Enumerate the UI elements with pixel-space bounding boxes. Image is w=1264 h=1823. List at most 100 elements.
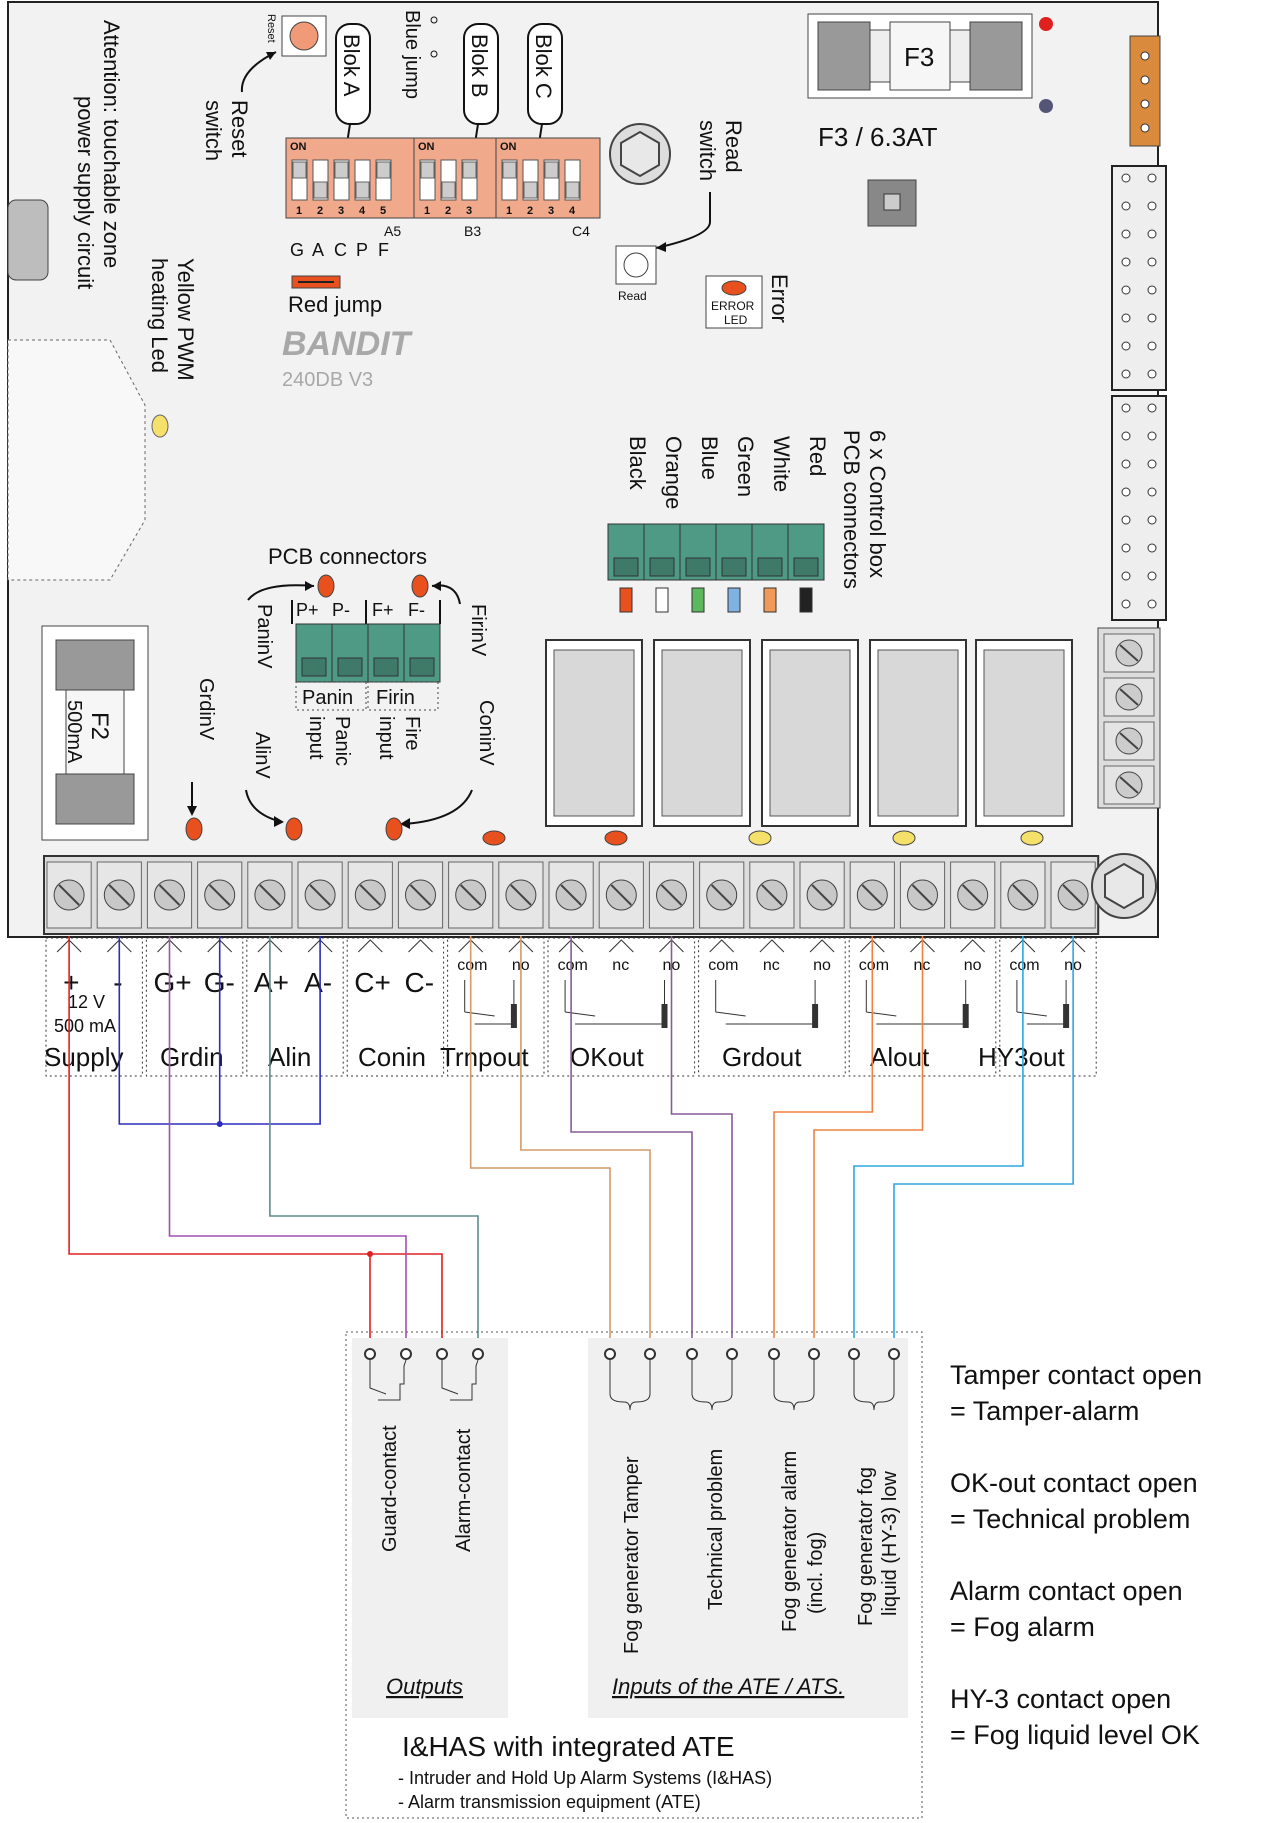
terminal-group-label-alin: Alin [268,1042,311,1072]
relay-terminal-label-9: com [859,957,889,974]
blue-jump-label: Blue jump [401,10,423,99]
pcb-terminal-label-3: F+ [372,600,394,620]
ihas-line1: - Intruder and Hold Up Alarm Systems (I&… [398,1768,772,1788]
wire-hy3-no [893,936,1074,1354]
guard-contact-body [378,1359,407,1401]
pcb-terminal-slot-3 [373,657,399,677]
firin-bracket [367,681,439,711]
fog-alarm-line2: (incl. fog) [805,1532,827,1614]
terminal-screw-slot-13 [660,884,683,906]
read-button[interactable] [623,252,649,278]
orange-pin-2 [1140,75,1150,85]
control-box-wire-3 [691,587,705,613]
control-box-label-green: Green [733,436,758,497]
dip-c-number-2: 2 [527,205,533,217]
relay-terminal-6-connector-mark [709,939,735,953]
alin-led [285,817,303,841]
dip-a-number-1: 1 [296,205,302,217]
dip-b-lever-1[interactable] [420,161,435,179]
technical-input-terminal-b [726,1348,738,1360]
terminal-group-label-hy3out: HY3out [978,1042,1065,1072]
control-box-wire-4 [727,587,741,613]
firinv-led [411,574,429,598]
wire-tamper-com [469,936,611,1354]
relay-led-4 [892,830,916,846]
terminal-screw-slot-19 [961,884,984,906]
header-pin-1-14 [1147,341,1157,351]
dip-b-lever-3[interactable] [462,161,477,179]
firinv-arrowhead [432,581,441,591]
red-dot [1039,17,1053,31]
fire-input-line1: Fire [401,716,423,750]
reset-button[interactable] [289,21,319,51]
terminal-label-1: + [63,967,79,998]
note-4-line1: HY-3 contact open [950,1684,1171,1714]
note-2-line1: OK-out contact open [950,1468,1198,1498]
dip-c-number-1: 1 [506,205,512,217]
relay-4-body [877,649,959,817]
dip-a-lever-3[interactable] [334,161,349,179]
panin-label: Panin [302,687,353,709]
relay-5-body [983,649,1065,817]
dip-a-lever-1[interactable] [292,161,307,179]
header-pin-1-15 [1121,369,1131,379]
header-connector-bottom [1111,395,1167,621]
technical-input-terminal-a [686,1348,698,1360]
orange-pin-1 [1140,51,1150,61]
fog-alarm-input-terminal-a [768,1348,780,1360]
control-box-slot-4 [721,557,747,577]
relay-led-2 [604,830,628,846]
relay-terminal-label-11: no [964,957,982,974]
dip-a-lever-2[interactable] [313,181,328,199]
header-connector-top [1111,165,1167,391]
relay-contact-4-pin [962,1004,969,1028]
tamper-input-terminal-a [604,1348,616,1360]
pcb-terminal-slot-1 [301,657,327,677]
dip-b-number-3: 3 [466,205,472,217]
dip-c-lever-1[interactable] [502,161,517,179]
dip-b-number-2: 2 [445,205,451,217]
relay-2-body [661,649,743,817]
test-button-cap[interactable] [883,193,901,211]
fuse-f3-label: F3 [904,42,934,72]
dip-letter-p: P [356,240,368,260]
read-arrowhead [656,242,666,252]
wire-ok-no [670,936,733,1354]
mount-bolt-top-hex [620,130,660,178]
relay-contact-5-arm [1016,1011,1047,1017]
header-pin-2-6 [1147,459,1157,469]
dip-b-on: ON [418,141,435,153]
coninv-arrowhead [400,818,410,829]
fog-low-line2: liquid (HY-3) low [879,1471,901,1616]
dip-a-lever-4[interactable] [355,181,370,199]
error-led [721,280,747,296]
dip-c-lever-3[interactable] [544,161,559,179]
relay-contact-2-arm [565,1011,596,1017]
terminal-screw-slot-18 [911,884,934,906]
read-arrow [655,192,711,249]
dip-c-lever-4[interactable] [565,181,580,199]
dip-letter-g: G [290,240,304,260]
alarm-contact-body [450,1359,479,1401]
dip-c-number-3: 3 [548,205,554,217]
dip-a-number-3: 3 [338,205,344,217]
dip-b-group-label: B3 [464,223,481,239]
dip-a-lever-5[interactable] [376,161,391,179]
dip-c-lever-2[interactable] [523,181,538,199]
dip-c-group-label: C4 [572,223,590,239]
model-name: 240DB V3 [282,369,373,391]
control-box-label-red: Red [805,436,830,476]
guard-contact-arm [369,1360,387,1395]
dip-a-number-5: 5 [380,205,386,217]
control-box-slot-2 [649,557,675,577]
relay-contact-1-pin [510,1004,517,1028]
fuse-f2 [41,625,149,841]
dip-b-lever-2[interactable] [441,181,456,199]
control-box-label-orange: Orange [661,436,686,509]
alarm-contact-arm [441,1360,459,1395]
blue-jump-pin-2 [430,50,438,58]
relay-led-5 [1020,830,1044,846]
